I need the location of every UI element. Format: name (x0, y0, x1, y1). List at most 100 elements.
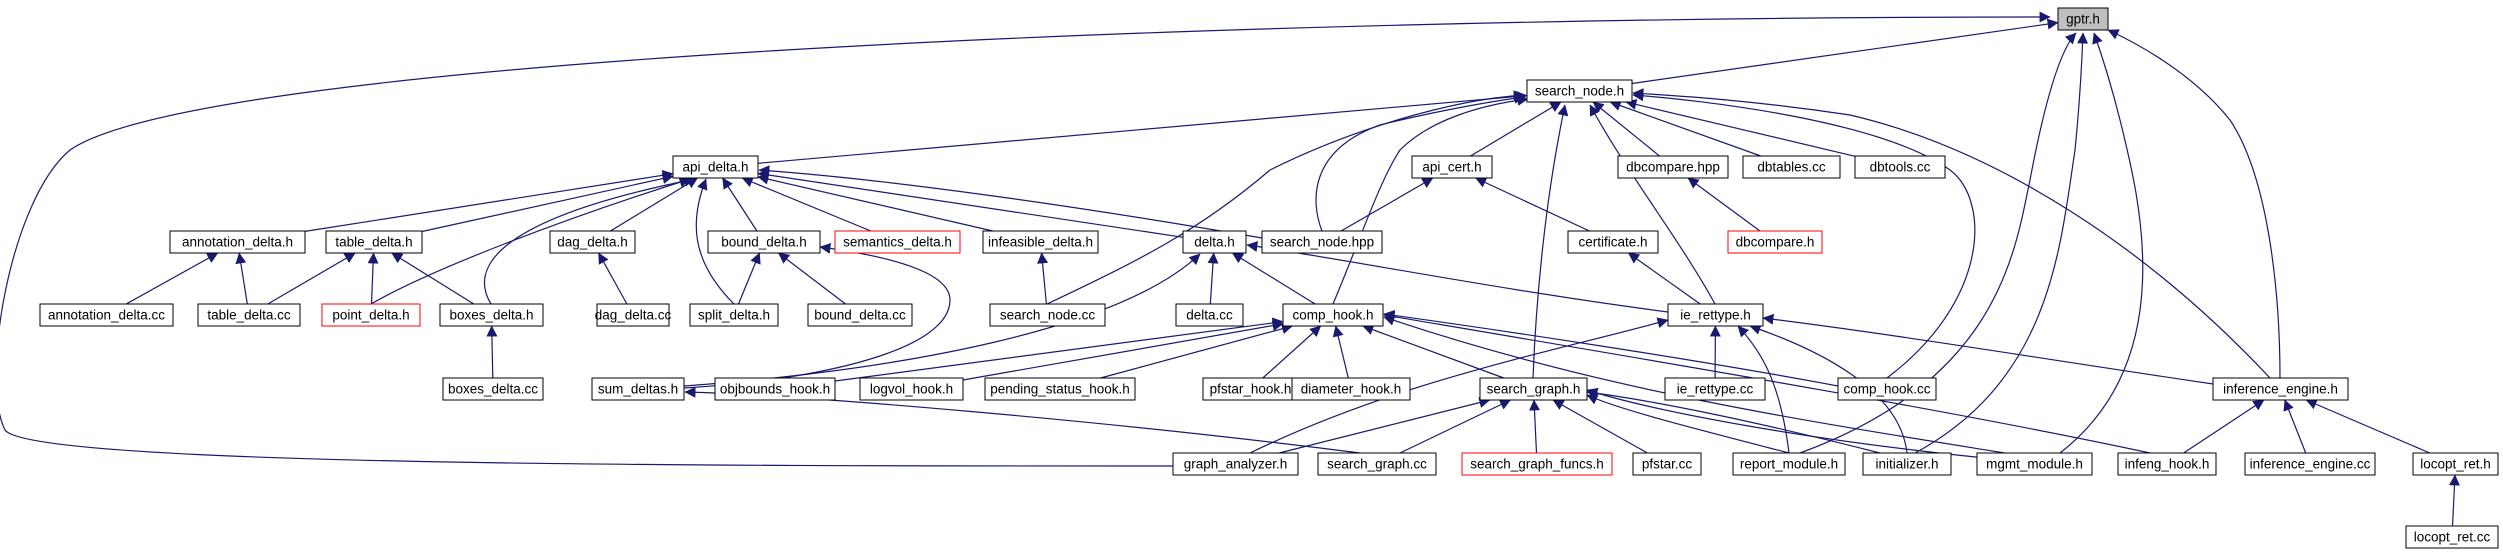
edge-boxes-delta-h-to-table-delta-h (391, 252, 475, 305)
node-label: search_node.cc (1000, 308, 1096, 323)
node-comp-hook-h[interactable]: comp_hook.h (1282, 303, 1384, 327)
node-ie-rettype-cc[interactable]: ie_rettype.cc (1664, 377, 1766, 401)
node-label: api_delta.h (682, 160, 748, 175)
node-label: dag_delta.h (557, 235, 628, 250)
node-inference-engine-h[interactable]: inference_engine.h (2212, 377, 2349, 401)
edge-dbtools-cc-to-search-node-h (1625, 99, 1856, 157)
edge-initializer-h-to-gptr-h (1914, 32, 2089, 454)
edge-point-delta-h-to-table-delta-h (367, 252, 379, 305)
edge-mgmt-module-h-to-gptr-h (2059, 32, 2144, 454)
node-label: ie_rettype.cc (1677, 382, 1754, 397)
edge-search-graph-cc-to-sum-deltas-h (684, 386, 1361, 454)
node-split-delta-h[interactable]: split_delta.h (689, 303, 779, 327)
node-boxes-delta-cc[interactable]: boxes_delta.cc (442, 377, 544, 401)
node-box (1667, 303, 1764, 327)
node-delta-cc[interactable]: delta.cc (1175, 303, 1244, 327)
node-dag-delta-cc[interactable]: dag_delta.cc (595, 303, 672, 327)
node-report-module-h[interactable]: report_module.h (1732, 452, 1846, 476)
node-pfstar-hook-h[interactable]: pfstar_hook.h (1202, 377, 1299, 401)
node-dbtables-cc[interactable]: dbtables.cc (1742, 155, 1841, 179)
node-ie-rettype-h[interactable]: ie_rettype.h (1667, 303, 1764, 327)
node-initializer-h[interactable]: initializer.h (1862, 452, 1952, 476)
node-search-graph-cc[interactable]: search_graph.cc (1317, 452, 1437, 476)
node-point-delta-h[interactable]: point_delta.h (321, 303, 421, 327)
node-dbcompare-hpp[interactable]: dbcompare.hpp (1617, 155, 1729, 179)
node-sum-deltas-h[interactable]: sum_deltas.h (591, 377, 685, 401)
node-inference-engine-cc[interactable]: inference_engine.cc (2244, 452, 2376, 476)
node-box (1261, 230, 1383, 254)
node-box (1742, 155, 1841, 179)
node-label: dbtables.cc (1757, 160, 1826, 175)
node-box (442, 377, 544, 401)
node-dbcompare[interactable]: dbcompare.h (1727, 230, 1823, 254)
node-api-delta-h[interactable]: api_delta.h (672, 155, 759, 179)
node-semantics-delta-h[interactable]: semantics_delta.h (834, 230, 961, 254)
node-diameter-hook-h[interactable]: diameter_hook.h (1291, 377, 1411, 401)
edge-annotation-delta-cc-to-annotation-delta-h (125, 252, 219, 305)
node-search-graph-funcs-h[interactable]: search_graph_funcs.h (1461, 452, 1613, 476)
node-dbtools-cc[interactable]: dbtools.cc (1854, 155, 1946, 179)
node-box (169, 230, 306, 254)
node-label: inference_engine.h (2223, 382, 2338, 397)
edge-pfstar-hook-h-to-comp-hook-h (1262, 325, 1322, 379)
node-label: pfstar_hook.h (1210, 382, 1292, 397)
node-label: annotation_delta.h (182, 235, 293, 250)
node-label: bound_delta.cc (814, 308, 906, 323)
node-label: locopt_ret.cc (2414, 530, 2491, 545)
node-box (1479, 377, 1588, 401)
node-logvol-hook-h[interactable]: logvol_hook.h (859, 377, 964, 401)
edge-annotation-delta-h-to-api-delta-h (304, 169, 674, 232)
node-pfstar-cc[interactable]: pfstar.cc (1632, 452, 1702, 476)
node-infeng-hook-h[interactable]: infeng_hook.h (2117, 452, 2217, 476)
edge-comp-hook-h-to-delta-h (1231, 252, 1316, 305)
edge-search-graph-h-to-search-node-h (1532, 104, 1569, 379)
node-table-delta-h[interactable]: table_delta.h (325, 230, 423, 254)
node-annotation-delta-cc[interactable]: annotation_delta.cc (39, 303, 174, 327)
edge-api-delta-h-to-search-node-h (757, 91, 1528, 164)
node-box (1854, 155, 1946, 179)
node-mgmt-module-h[interactable]: mgmt_module.h (1976, 452, 2093, 476)
node-box (2405, 525, 2499, 549)
node-box (325, 230, 423, 254)
node-dag-delta-h[interactable]: dag_delta.h (549, 230, 636, 254)
node-certificate-h[interactable]: certificate.h (1567, 230, 1659, 254)
node-bound-delta-h[interactable]: bound_delta.h (707, 230, 821, 254)
node-label: certificate.h (1578, 235, 1647, 250)
node-infeasible-delta-h[interactable]: infeasible_delta.h (982, 230, 1099, 254)
node-table-delta-cc[interactable]: table_delta.cc (197, 303, 301, 327)
node-label: diameter_hook.h (1301, 382, 1402, 397)
edge-dag-delta-h-to-api-delta-h (610, 177, 698, 232)
node-search-node-h[interactable]: search_node.h (1526, 79, 1633, 103)
node-gptr-h[interactable]: gptr.h (2057, 7, 2109, 31)
node-bound-delta-cc[interactable]: bound_delta.cc (807, 303, 913, 327)
node-delta-h[interactable]: delta.h (1182, 230, 1247, 254)
node-box (439, 303, 544, 327)
edge-graph-analyzer-h-to-ie-rettype-h (1249, 317, 1669, 454)
edge-graph-analyzer-h-to-search-graph-h (1279, 397, 1491, 454)
node-box (1862, 452, 1952, 476)
node-comp-hook-cc[interactable]: comp_hook.cc (1837, 377, 1937, 401)
node-pending-status-hook-h[interactable]: pending_status_hook.h (984, 377, 1136, 401)
node-api-cert-h[interactable]: api_cert.h (1411, 155, 1493, 179)
node-label: split_delta.h (698, 308, 770, 323)
node-locopt-ret-h[interactable]: locopt_ret.h (2412, 452, 2499, 476)
node-box (1617, 155, 1729, 179)
node-boxes-delta-h[interactable]: boxes_delta.h (439, 303, 544, 327)
edge-dbcompare-hpp-to-search-node-h (1592, 101, 1660, 157)
node-locopt-ret-cc[interactable]: locopt_ret.cc (2405, 525, 2499, 549)
node-graph-analyzer-h[interactable]: graph_analyzer.h (1172, 452, 1299, 476)
edge-point-delta-h-to-api-delta-h (370, 176, 691, 305)
node-label: annotation_delta.cc (48, 308, 165, 323)
node-box (591, 377, 685, 401)
node-search-node-cc[interactable]: search_node.cc (989, 303, 1106, 327)
node-search-graph-h[interactable]: search_graph.h (1479, 377, 1588, 401)
node-objbounds-hook-h[interactable]: objbounds_hook.h (714, 377, 836, 401)
node-box (1291, 377, 1411, 401)
edge-infeng-hook-h-to-inference-engine-h (2183, 399, 2265, 454)
edge-mgmt-module-h-to-search-graph-h (1586, 387, 2006, 461)
node-annotation-delta-h[interactable]: annotation_delta.h (169, 230, 306, 254)
node-search-node-hpp[interactable]: search_node.hpp (1261, 230, 1383, 254)
edge-search-graph-h-to-comp-hook-h (1362, 324, 1504, 379)
node-label: semantics_delta.h (843, 235, 952, 250)
